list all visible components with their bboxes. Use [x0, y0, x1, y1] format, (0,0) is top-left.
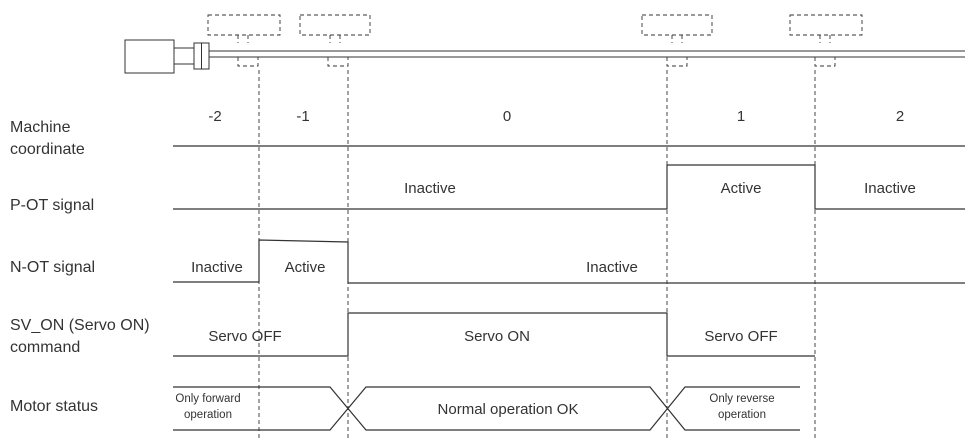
p-ot-state-active: Active: [721, 180, 762, 197]
row-label-sv-on-1: SV_ON (Servo ON): [10, 317, 150, 334]
row-label-motor: Motor status: [10, 398, 98, 415]
coordinate-label: 2: [896, 108, 904, 125]
motor-state-reverse-line-1: Only reverse: [709, 393, 774, 405]
limit-switch-marker: [299, 14, 371, 67]
p-ot-state-inactive: Inactive: [404, 180, 456, 197]
motor-state-reverse-line-2: operation: [718, 409, 766, 421]
servo-motor-box: [124, 39, 175, 74]
limit-switch-marker: [207, 14, 281, 67]
coordinate-label: 0: [503, 108, 511, 125]
motor-status-waveform: [173, 386, 800, 431]
sv-on-waveform: [173, 312, 815, 357]
p-ot-waveform: [173, 164, 965, 210]
motor-state-forward-line-2: operation: [184, 409, 232, 421]
n-ot-state-active: Active: [285, 259, 326, 276]
coordinate-label: 1: [737, 108, 745, 125]
sv-on-state-on: Servo ON: [464, 328, 530, 345]
row-label-sv-on-2: command: [10, 339, 80, 356]
coordinate-label: -2: [208, 108, 221, 125]
n-ot-state-inactive: Inactive: [191, 259, 243, 276]
row-label-n-ot: N-OT signal: [10, 259, 95, 276]
sv-on-state-off: Servo OFF: [704, 328, 777, 345]
boundary-lines: [258, 70, 816, 438]
n-ot-state-inactive: Inactive: [586, 259, 638, 276]
limit-switch-marker: [641, 14, 713, 67]
row-label-p-ot: P-OT signal: [10, 197, 94, 214]
row-label-machine-2: coordinate: [10, 141, 85, 158]
n-ot-waveform: [173, 239, 965, 284]
row-label-machine-1: Machine: [10, 119, 71, 136]
machine-schematic: [124, 14, 965, 74]
p-ot-state-inactive: Inactive: [864, 180, 916, 197]
coordinate-label: -1: [296, 108, 309, 125]
motor-state-normal: Normal operation OK: [438, 401, 579, 418]
motor-state-forward-line-1: Only forward: [175, 393, 240, 405]
sv-on-state-off: Servo OFF: [208, 328, 281, 345]
limit-switch-marker: [789, 14, 863, 67]
